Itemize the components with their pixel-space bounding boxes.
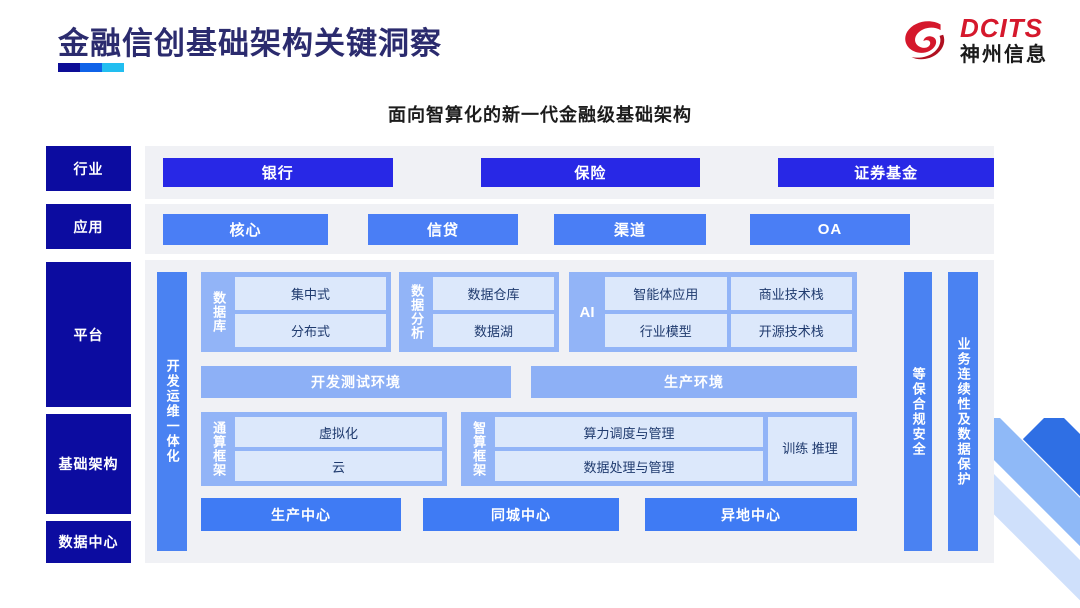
platform-inner-area: 数据库 集中式 分布式 数据分析 数据仓库 数据湖 AI 智能体应用 商业技术栈 xyxy=(201,272,890,551)
logo-wordmark: DCITS 神州信息 xyxy=(960,15,1048,65)
architecture-diagram: 行业 应用 平台 基础架构 数据中心 银行 保险 证券基金 核心 信贷 渠道 O… xyxy=(46,140,994,568)
application-chip-credit[interactable]: 信贷 xyxy=(368,213,518,245)
group-general-compute-title: 通算框架 xyxy=(211,421,227,477)
industry-chip-insurance[interactable]: 保险 xyxy=(480,158,701,187)
datacenter-chip-metro[interactable]: 同城中心 xyxy=(423,498,619,531)
group-database[interactable]: 数据库 集中式 分布式 xyxy=(201,272,391,352)
group-ai[interactable]: AI 智能体应用 商业技术栈 行业模型 开源技术栈 xyxy=(569,272,857,352)
layer-label-application: 应用 xyxy=(46,204,131,249)
cell-industry-model[interactable]: 行业模型 xyxy=(605,314,727,347)
application-layer-panel: 核心 信贷 渠道 OA xyxy=(145,204,994,254)
group-data-analysis[interactable]: 数据分析 数据仓库 数据湖 xyxy=(399,272,559,352)
accent-segment-2 xyxy=(80,63,102,72)
accent-segment-1 xyxy=(58,63,80,72)
industry-layer-panel: 银行 保险 证券基金 xyxy=(145,146,994,199)
vertical-bar-devops[interactable]: 开发运维一体化 xyxy=(157,272,187,551)
cell-data-processing[interactable]: 数据处理与管理 xyxy=(495,451,763,481)
cell-training-inference[interactable]: 训练 推理 xyxy=(768,417,852,481)
application-chip-oa[interactable]: OA xyxy=(750,213,910,245)
cell-cloud[interactable]: 云 xyxy=(235,451,442,481)
logo-english-text: DCITS xyxy=(960,13,1043,43)
layer-label-column: 行业 应用 平台 基础架构 数据中心 xyxy=(46,140,131,568)
page-title: 金融信创基础架构关键洞察 xyxy=(58,26,442,61)
group-intelligent-compute-framework[interactable]: 智算框架 算力调度与管理 数据处理与管理 训练 推理 xyxy=(461,412,857,486)
industry-chip-securities-fund[interactable]: 证券基金 xyxy=(778,158,994,187)
accent-segment-3 xyxy=(102,63,124,72)
cell-data-warehouse[interactable]: 数据仓库 xyxy=(433,277,554,310)
platform-stack-panel: 开发运维一体化 等保合规安全 业务连续性及数据保护 数据库 集中式 分布式 数据… xyxy=(145,260,994,563)
cell-compute-scheduling[interactable]: 算力调度与管理 xyxy=(495,417,763,447)
deco-stripe-4 xyxy=(1015,418,1080,608)
layer-label-infrastructure: 基础架构 xyxy=(46,414,131,514)
diagram-subtitle: 面向智算化的新一代金融级基础架构 xyxy=(388,105,692,125)
env-bar-production[interactable]: 生产环境 xyxy=(531,366,857,398)
application-chip-channel[interactable]: 渠道 xyxy=(554,213,706,245)
cell-virtualization[interactable]: 虚拟化 xyxy=(235,417,442,447)
cell-opensource-tech-stack[interactable]: 开源技术栈 xyxy=(730,314,852,347)
page-header: 金融信创基础架构关键洞察 DCITS 神州信息 xyxy=(0,0,1080,86)
cell-agent-application[interactable]: 智能体应用 xyxy=(605,277,727,310)
cell-data-lake[interactable]: 数据湖 xyxy=(433,314,554,347)
layer-label-datacenter: 数据中心 xyxy=(46,521,131,563)
cell-distributed[interactable]: 分布式 xyxy=(235,314,386,347)
group-database-title: 数据库 xyxy=(211,291,227,333)
layer-label-industry: 行业 xyxy=(46,146,131,191)
group-general-compute-framework[interactable]: 通算框架 虚拟化 云 xyxy=(201,412,447,486)
group-intelligent-compute-title: 智算框架 xyxy=(471,421,487,477)
brand-logo: DCITS 神州信息 xyxy=(900,14,1048,66)
env-bar-dev-test[interactable]: 开发测试环境 xyxy=(201,366,511,398)
industry-chip-bank[interactable]: 银行 xyxy=(163,158,393,187)
group-ai-title: AI xyxy=(579,303,595,321)
vertical-bar-security-compliance[interactable]: 等保合规安全 xyxy=(904,272,932,551)
deco-stripe-5 xyxy=(1022,418,1080,608)
dcits-swirl-icon xyxy=(905,21,945,60)
layer-label-platform: 平台 xyxy=(46,262,131,407)
logo-chinese-text: 神州信息 xyxy=(960,44,1048,66)
cell-centralized[interactable]: 集中式 xyxy=(235,277,386,310)
datacenter-chip-production[interactable]: 生产中心 xyxy=(201,498,401,531)
title-accent-bar xyxy=(58,63,124,72)
cell-commercial-tech-stack[interactable]: 商业技术栈 xyxy=(730,277,852,310)
application-chip-core[interactable]: 核心 xyxy=(163,213,328,245)
datacenter-chip-remote[interactable]: 异地中心 xyxy=(645,498,857,531)
vertical-bar-business-continuity[interactable]: 业务连续性及数据保护 xyxy=(948,272,978,551)
group-data-analysis-title: 数据分析 xyxy=(409,284,425,340)
